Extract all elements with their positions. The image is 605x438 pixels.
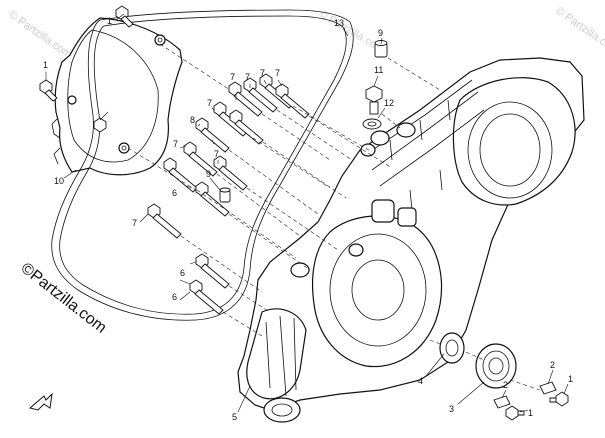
callout-label: 6	[180, 268, 185, 278]
callout-label: 7	[207, 98, 212, 108]
bolt-1c	[549, 391, 569, 407]
bolt-7g	[183, 141, 218, 177]
front-direction-arrow-icon	[28, 392, 53, 411]
bolt-7d	[275, 83, 310, 119]
assembly-guide-lines	[127, 43, 541, 391]
watermark-main: ©Partzilla.com	[18, 260, 110, 337]
clutch-cover-part	[51, 17, 183, 176]
callout-label: 2	[550, 360, 555, 370]
bolt-7h	[213, 155, 248, 191]
callout-label: 8	[190, 115, 195, 125]
callout-label: 1	[43, 60, 48, 70]
cover-bolt-set	[147, 73, 310, 315]
callout-label: 7	[230, 72, 235, 82]
callout-labels: 1 1 1 1 2 2 3 4 5 6 6 6 7 7 7 7 7 7 7 7 …	[43, 16, 573, 422]
callout-label: 1	[107, 16, 112, 26]
callout-label: 4	[418, 376, 423, 386]
drain-plug-part	[365, 85, 383, 115]
callout-label: 13	[334, 18, 344, 28]
callout-label: 5	[232, 412, 237, 422]
bolt-7f	[229, 109, 264, 145]
callout-label: 7	[214, 149, 219, 159]
callout-label: 2	[503, 380, 508, 390]
dowel-pin-9-lower	[219, 187, 231, 203]
bolt-1e	[93, 117, 107, 133]
callout-label: 12	[384, 98, 394, 108]
crankcase-part	[237, 57, 585, 423]
callout-label: 1	[528, 408, 533, 418]
bolt-7a	[228, 81, 263, 117]
bolt-6d	[189, 279, 224, 315]
dowel-pin-9-upper	[374, 40, 388, 58]
callout-label: 6	[172, 188, 177, 198]
watermark-top-right: © Partzilla.com	[553, 5, 605, 57]
bolt-7i	[147, 203, 182, 239]
callout-label: 1	[568, 374, 573, 384]
bearing-part	[475, 343, 517, 389]
callout-label: 9	[378, 28, 383, 38]
cover-gasket-part	[51, 9, 354, 321]
sealing-washer-part	[362, 118, 382, 130]
callout-label: 3	[449, 404, 454, 414]
bolt-1a	[115, 5, 134, 28]
callout-leaders	[45, 13, 569, 413]
bolt-6b	[195, 181, 230, 217]
callout-label: 7	[260, 68, 265, 78]
bolt-8	[195, 117, 230, 153]
callout-label: 11	[374, 65, 383, 75]
bolt-6a	[163, 157, 198, 193]
callout-label: 10	[54, 176, 64, 186]
bolt-6c	[195, 253, 230, 289]
callout-label: 7	[245, 72, 250, 82]
watermark-top-left: © Partzilla.com	[6, 9, 74, 61]
callout-label: 7	[173, 139, 178, 149]
callout-label: 7	[275, 68, 280, 78]
callout-label: 9	[206, 169, 211, 179]
callout-label: 6	[172, 292, 177, 302]
bolt-1b	[39, 79, 58, 102]
bolt-1d	[505, 405, 525, 421]
callout-label: 7	[132, 218, 137, 228]
oil-seal-part	[439, 332, 465, 364]
